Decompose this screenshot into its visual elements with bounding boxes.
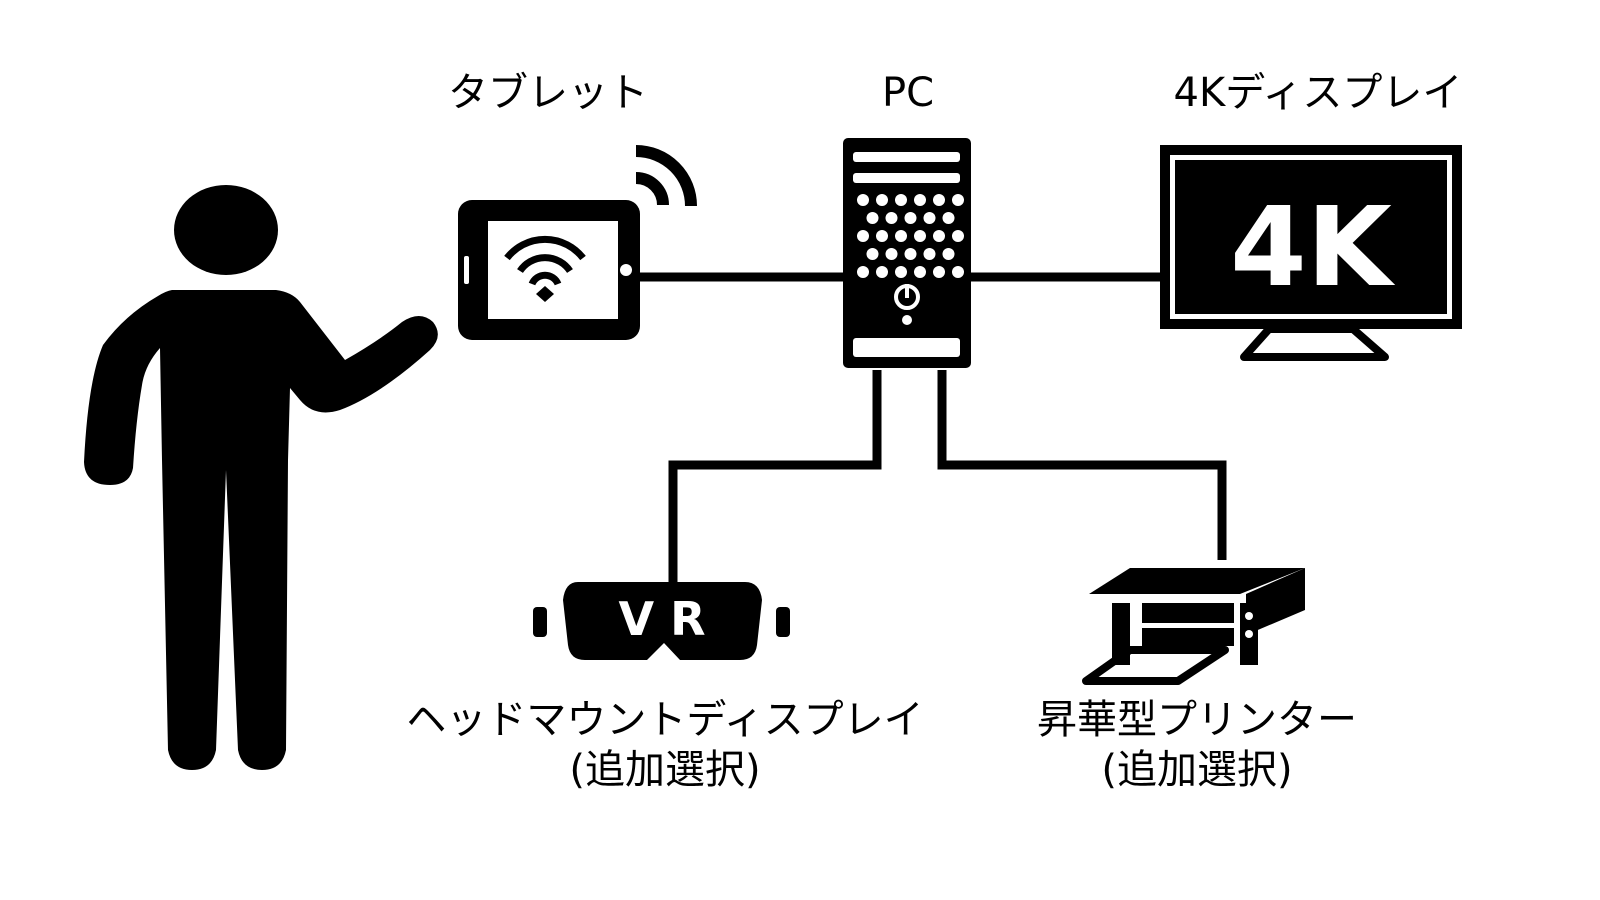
hmd-label-block: ヘッドマウントディスプレイ (追加選択) [406,695,923,795]
vent-dot [876,230,888,242]
vent-dot [895,230,907,242]
vent-dot [866,248,879,260]
vent-dot [933,266,945,278]
wifi-icon [504,235,586,286]
printer-label-block: 昇華型プリンター (追加選択) [1037,695,1357,795]
pc-label: PC [881,70,935,116]
vent-dot [876,194,888,206]
vent-dot [866,212,879,224]
hmd-note: (追加選択) [569,747,761,793]
vr-headset-icon: V R [533,582,790,660]
vent-dot [914,230,926,242]
vent-dot [942,212,955,224]
vent-dot [933,194,945,206]
vent-dot [952,230,964,242]
hmd-label: ヘッドマウントディスプレイ [406,697,924,743]
printer-label: 昇華型プリンター [1037,697,1357,743]
vent-dot [904,212,917,224]
edge-pc-hmd [668,370,882,582]
vr-headset-text: V R [618,592,705,646]
printer-icon [1082,568,1305,685]
vent-dot [933,230,945,242]
vent-dot [857,194,869,206]
pc-tower-icon [843,138,971,368]
tablet-icon [458,200,640,340]
vent-dot [914,266,926,278]
printer-note: (追加選択) [1101,747,1293,793]
vent-dot [885,212,898,224]
connectors [640,272,1227,582]
vent-dot [923,248,936,260]
vent-dot [885,248,898,260]
vent-dot [942,248,955,260]
vent-dot [876,266,888,278]
vent-dot [914,194,926,206]
vent-dot [952,194,964,206]
vent-dot [857,230,869,242]
wireless-signal-icon [635,145,697,207]
edge-pc-printer [937,370,1227,560]
vent-dot [923,212,936,224]
vent-dot [904,248,917,260]
display-label: 4Kディスプレイ [1173,70,1463,116]
vent-dot [857,266,869,278]
vent-dot [895,194,907,206]
vent-dot [952,266,964,278]
monitor-screen-text: 4K [1230,183,1396,311]
person-icon [84,185,438,770]
monitor-icon: 4K [1160,145,1462,361]
tablet-label: タブレット [448,70,648,116]
vent-dot [895,266,907,278]
